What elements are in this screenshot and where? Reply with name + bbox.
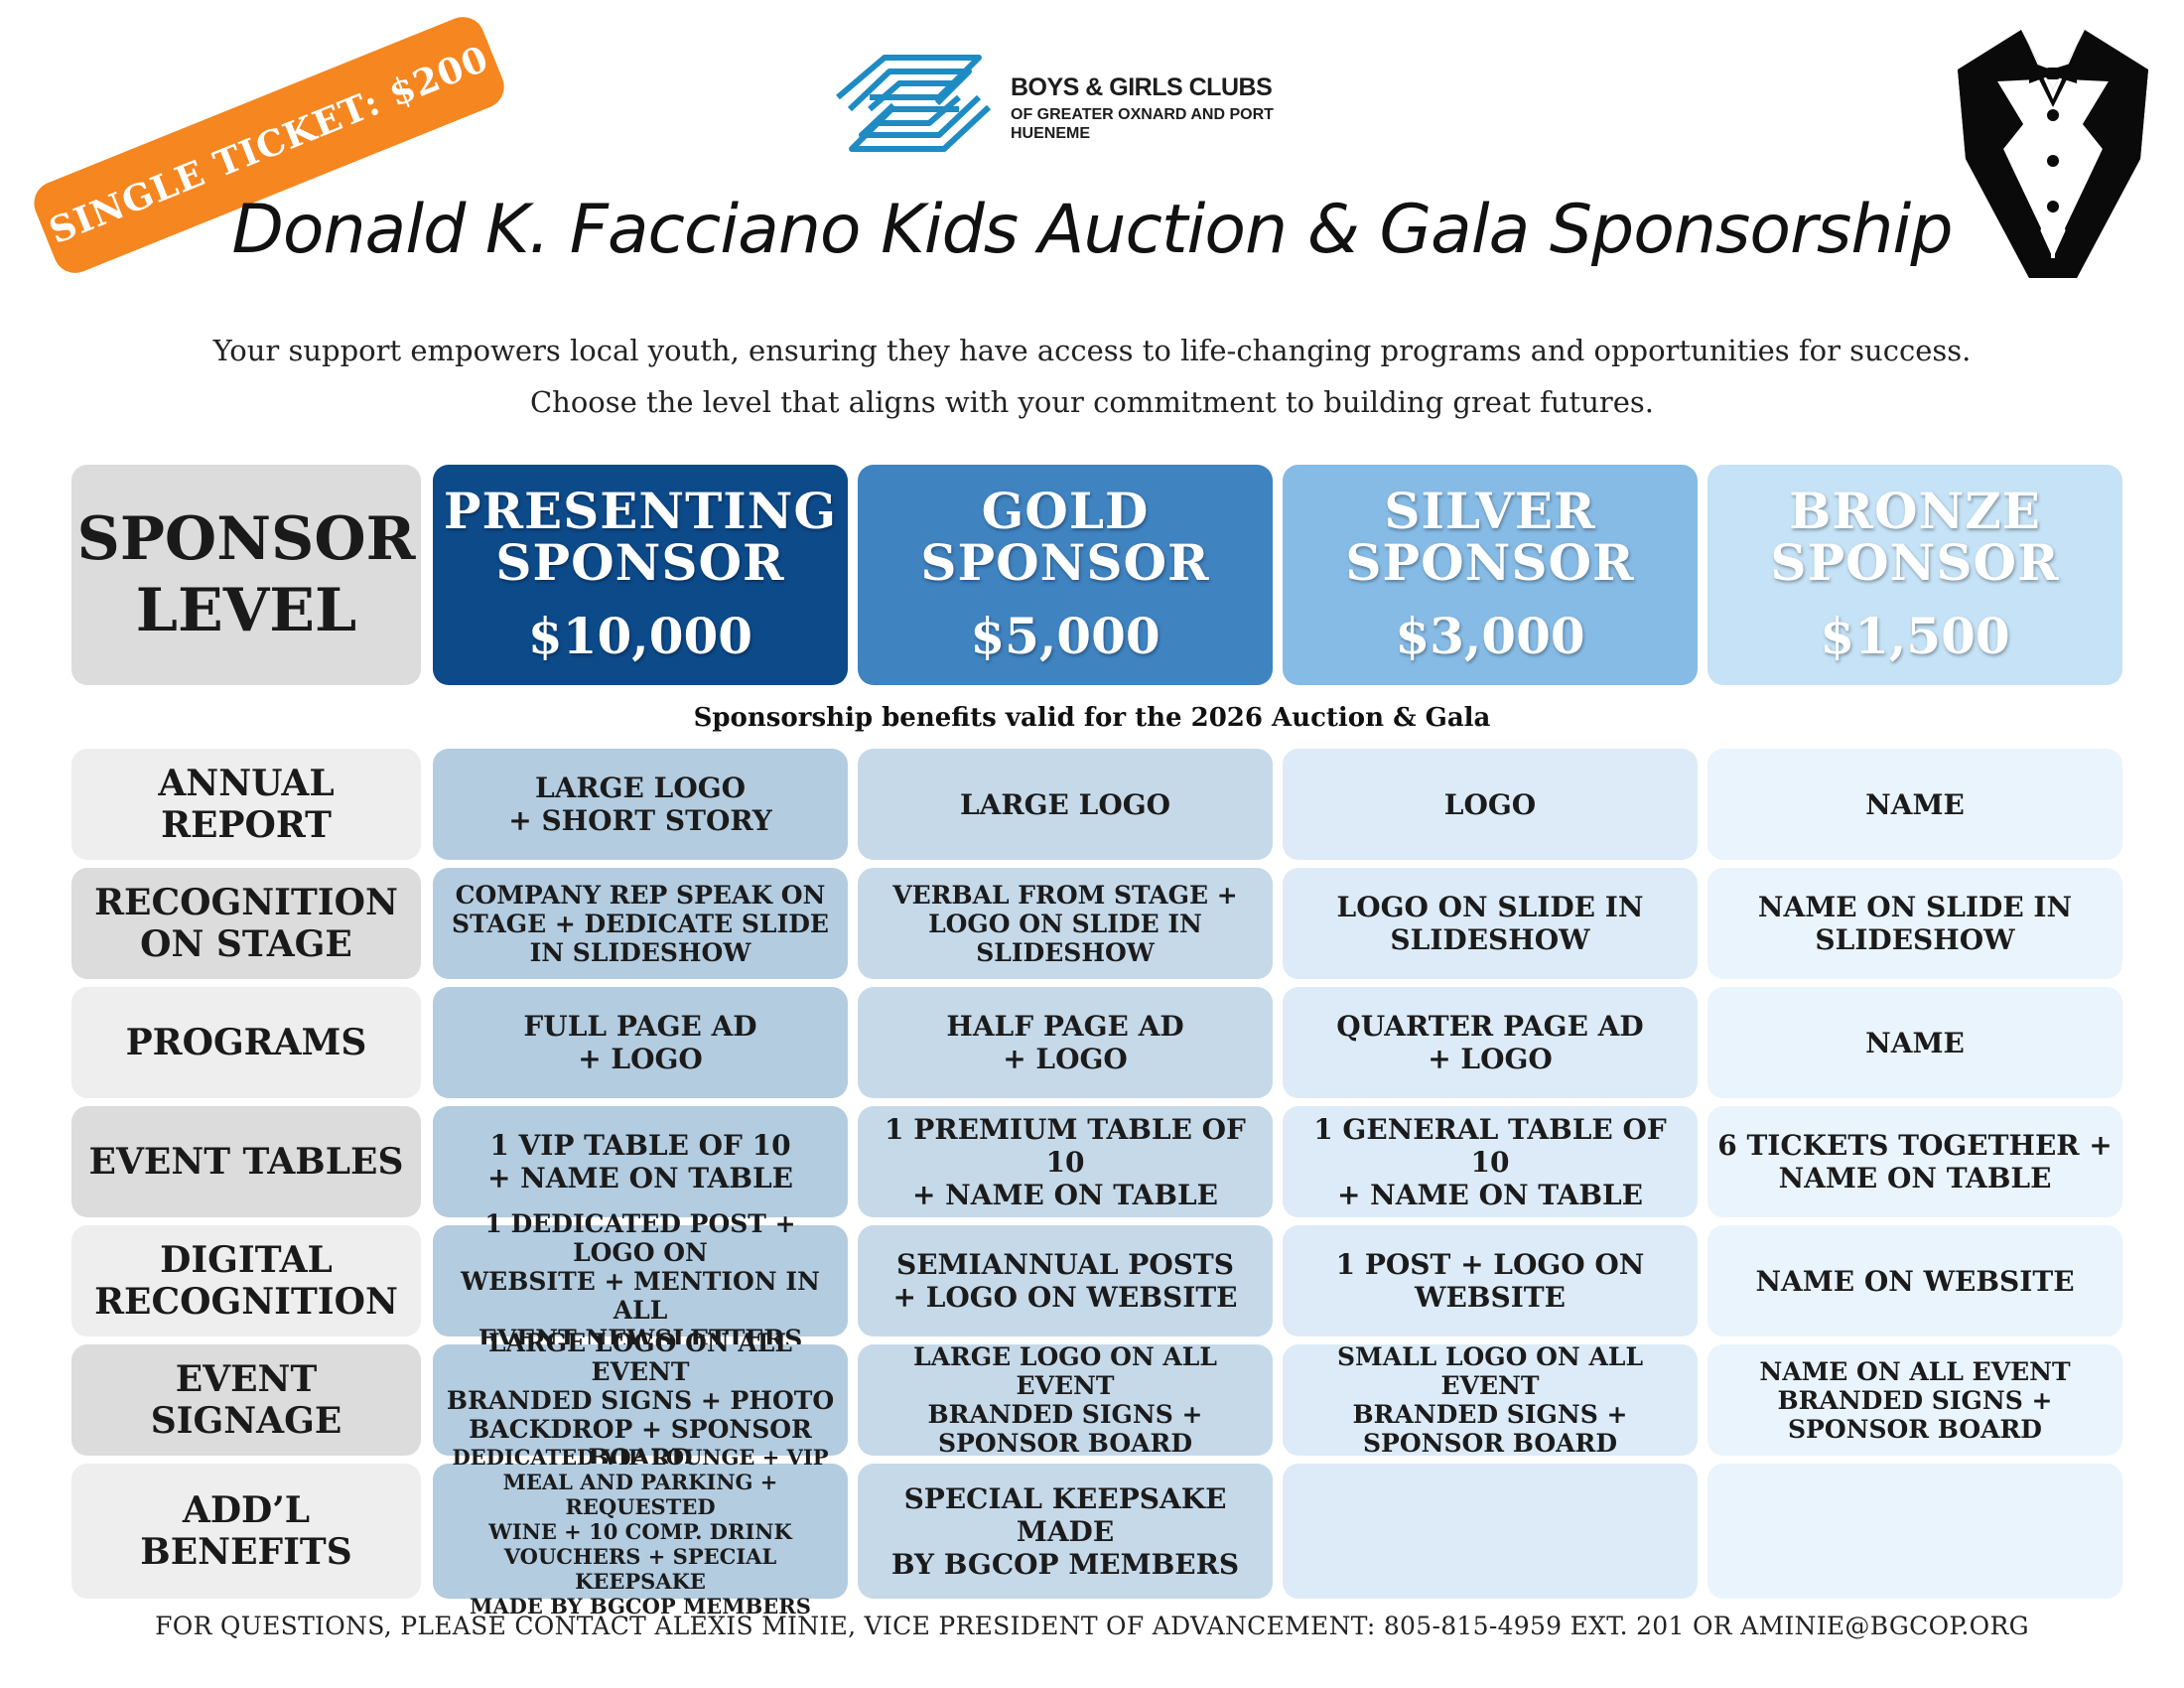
row-label: EVENT TABLES [71, 1106, 421, 1217]
tier-gold: GOLD SPONSOR $5,000 [858, 465, 1273, 685]
benefit-cell-bronze: NAME ON WEBSITE [1707, 1225, 2122, 1336]
benefit-cell-presenting: 1 DEDICATED POST + LOGO ON WEBSITE + MEN… [433, 1209, 848, 1353]
benefit-cell-gold: HALF PAGE AD + LOGO [858, 987, 1273, 1098]
sponsor-level-header: SPONSOR LEVEL [71, 465, 421, 685]
benefit-cell-presenting: LARGE LOGO ON ALL EVENT BRANDED SIGNS + … [433, 1329, 848, 1473]
benefit-cell-presenting: COMPANY REP SPEAK ON STAGE + DEDICATE SL… [433, 868, 848, 979]
row-label: EVENT SIGNAGE [71, 1344, 421, 1456]
benefit-cell-bronze: 6 TICKETS TOGETHER + NAME ON TABLE [1707, 1106, 2122, 1217]
benefit-cell-silver: LOGO [1283, 749, 1698, 860]
row-label: PROGRAMS [71, 987, 421, 1098]
benefit-cell-gold: LARGE LOGO [858, 749, 1273, 860]
benefit-cell-gold: 1 PREMIUM TABLE OF 10 + NAME ON TABLE [858, 1106, 1273, 1217]
tier-bronze: BRONZE SPONSOR $1,500 [1707, 465, 2122, 685]
tier-name-line-2: SPONSOR [920, 532, 1210, 592]
tier-name-line-2: SPONSOR [1770, 532, 2060, 592]
tier-silver: SILVER SPONSOR $3,000 [1283, 465, 1698, 685]
benefit-cell-silver [1283, 1464, 1698, 1599]
tier-name-line-1: GOLD [981, 481, 1150, 540]
benefit-cell-silver: 1 POST + LOGO ON WEBSITE [1283, 1225, 1698, 1336]
benefit-cell-silver: LOGO ON SLIDE IN SLIDESHOW [1283, 868, 1698, 979]
sponsor-level-line-2: LEVEL [135, 576, 357, 645]
row-label: DIGITAL RECOGNITION [71, 1225, 421, 1336]
tier-name-line-1: BRONZE [1789, 481, 2041, 540]
benefit-cell-gold: SEMIANNUAL POSTS + LOGO ON WEBSITE [858, 1225, 1273, 1336]
row-label: ADD’L BENEFITS [71, 1464, 421, 1599]
tier-name-line-2: SPONSOR [1345, 532, 1635, 592]
contact-footer: FOR QUESTIONS, PLEASE CONTACT ALEXIS MIN… [155, 1612, 2029, 1640]
benefit-cell-gold: VERBAL FROM STAGE + LOGO ON SLIDE IN SLI… [858, 868, 1273, 979]
benefit-cell-silver: 1 GENERAL TABLE OF 10 + NAME ON TABLE [1283, 1106, 1698, 1217]
tier-name-line-1: SILVER [1384, 481, 1596, 540]
tuxedo-icon [1958, 30, 2148, 278]
benefit-cell-bronze: NAME [1707, 749, 2122, 860]
tier-price: $5,000 [970, 606, 1160, 665]
page-title: Donald K. Facciano Kids Auction & Gala S… [231, 191, 1953, 269]
benefit-cell-silver: QUARTER PAGE AD + LOGO [1283, 987, 1698, 1098]
benefit-cell-bronze: NAME ON SLIDE IN SLIDESHOW [1707, 868, 2122, 979]
benefit-cell-bronze: NAME [1707, 987, 2122, 1098]
tier-price: $3,000 [1395, 606, 1585, 665]
benefit-cell-presenting: LARGE LOGO + SHORT STORY [433, 749, 848, 860]
tier-name-line-2: SPONSOR [495, 532, 785, 592]
hands-icon [836, 55, 992, 152]
row-label: ANNUAL REPORT [71, 749, 421, 860]
bgc-logo: BOYS & GIRLS CLUBS OF GREATER OXNARD AND… [830, 50, 1306, 159]
benefit-cell-bronze: NAME ON ALL EVENT BRANDED SIGNS + SPONSO… [1707, 1344, 2122, 1456]
validity-note: Sponsorship benefits valid for the 2026 … [693, 703, 1491, 733]
benefit-cell-gold: SPECIAL KEEPSAKE MADE BY BGCOP MEMBERS [858, 1464, 1273, 1599]
benefit-cell-silver: SMALL LOGO ON ALL EVENT BRANDED SIGNS + … [1283, 1342, 1698, 1458]
logo-subtitle: OF GREATER OXNARD AND PORT HUENEME [1011, 106, 1274, 142]
tier-price: $10,000 [527, 606, 753, 665]
tier-price: $1,500 [1820, 606, 2010, 665]
benefit-cell-bronze [1707, 1464, 2122, 1599]
tier-presenting: PRESENTING SPONSOR $10,000 [433, 465, 848, 685]
sponsor-level-line-1: SPONSOR [76, 504, 416, 574]
benefit-cell-presenting: FULL PAGE AD + LOGO [433, 987, 848, 1098]
benefit-cell-presenting: 1 VIP TABLE OF 10 + NAME ON TABLE [433, 1106, 848, 1217]
tier-name-line-1: PRESENTING [443, 481, 838, 540]
benefit-cell-presenting: DEDICATED VIP LOUNGE + VIP MEAL AND PARK… [433, 1445, 848, 1618]
logo-name: BOYS & GIRLS CLUBS [1011, 73, 1273, 101]
intro-line-2: Choose the level that aligns with your c… [529, 385, 1655, 419]
row-label: RECOGNITION ON STAGE [71, 868, 421, 979]
benefit-cell-gold: LARGE LOGO ON ALL EVENT BRANDED SIGNS + … [858, 1342, 1273, 1458]
intro-line-1: Your support empowers local youth, ensur… [212, 334, 1972, 367]
